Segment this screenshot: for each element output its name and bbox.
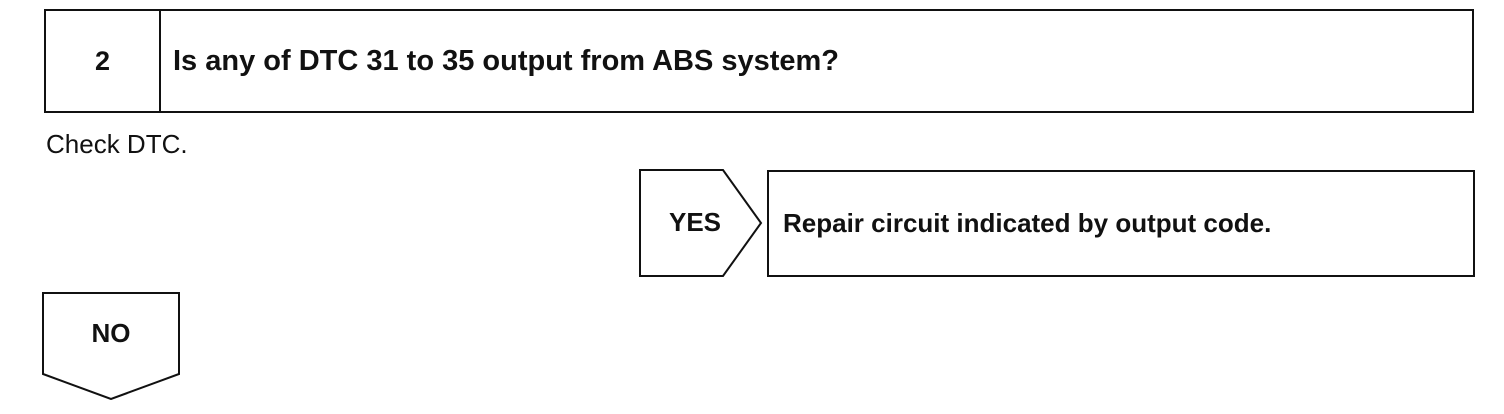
no-label: NO [91,318,131,348]
instruction-text: Check DTC. [46,129,188,159]
step-question: Is any of DTC 31 to 35 output from ABS s… [173,44,840,77]
step-number: 2 [46,11,161,111]
yes-label: YES [668,207,722,237]
step-header-box: 2 Is any of DTC 31 to 35 output from ABS… [44,9,1474,113]
yes-arrow-shape [639,169,763,277]
no-arrow-shape [42,292,180,400]
yes-result-box: Repair circuit indicated by output code. [767,170,1475,277]
yes-result-text: Repair circuit indicated by output code. [783,208,1272,238]
